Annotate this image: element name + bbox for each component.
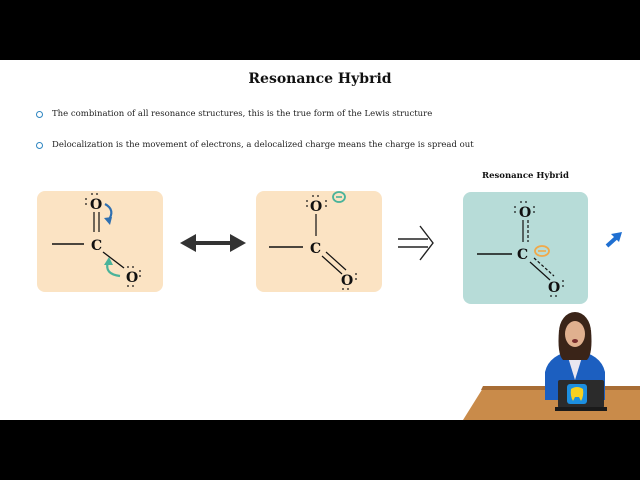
partial-charge-icon bbox=[534, 245, 550, 257]
double-line-arrow-icon bbox=[398, 225, 434, 261]
presenter-video bbox=[463, 312, 640, 420]
atom-o-bottom: O bbox=[341, 273, 353, 289]
molecule-drawings: O C O O C O bbox=[52, 191, 622, 297]
bullet-item-2: Delocalization is the movement of electr… bbox=[36, 140, 474, 150]
resonance-hybrid-structure: O C O bbox=[477, 201, 564, 297]
bullet-ring-icon bbox=[36, 141, 43, 149]
atom-o-top: O bbox=[310, 199, 322, 215]
resonance-structure-1-panel bbox=[37, 191, 163, 292]
resonance-structure-2-panel bbox=[256, 191, 382, 292]
bullet-ring-icon bbox=[36, 110, 43, 118]
structure-2: O C O bbox=[269, 191, 357, 290]
bullet-text-2: Delocalization is the movement of electr… bbox=[52, 140, 474, 150]
atom-c: C bbox=[517, 247, 528, 263]
slide: Resonance Hybrid The combination of all … bbox=[0, 60, 640, 420]
structure-1: O C O bbox=[52, 193, 141, 287]
tooth-mascot-logo-icon bbox=[567, 384, 587, 404]
atom-o-bottom: O bbox=[548, 280, 560, 296]
atom-o-bottom: O bbox=[126, 270, 138, 286]
slide-title: Resonance Hybrid bbox=[248, 71, 392, 87]
atom-o-top: O bbox=[90, 197, 102, 213]
atom-o-top: O bbox=[519, 205, 531, 221]
negative-charge-icon bbox=[332, 191, 346, 203]
double-headed-arrow-icon bbox=[180, 234, 246, 252]
atom-c: C bbox=[91, 238, 102, 254]
resonance-hybrid-panel bbox=[463, 192, 588, 304]
bullet-text-1: The combination of all resonance structu… bbox=[52, 109, 433, 119]
hybrid-label: Resonance Hybrid bbox=[482, 171, 569, 181]
atom-c: C bbox=[310, 241, 321, 257]
blue-arrow-icon bbox=[605, 232, 622, 248]
bullet-item-1: The combination of all resonance structu… bbox=[36, 109, 432, 119]
